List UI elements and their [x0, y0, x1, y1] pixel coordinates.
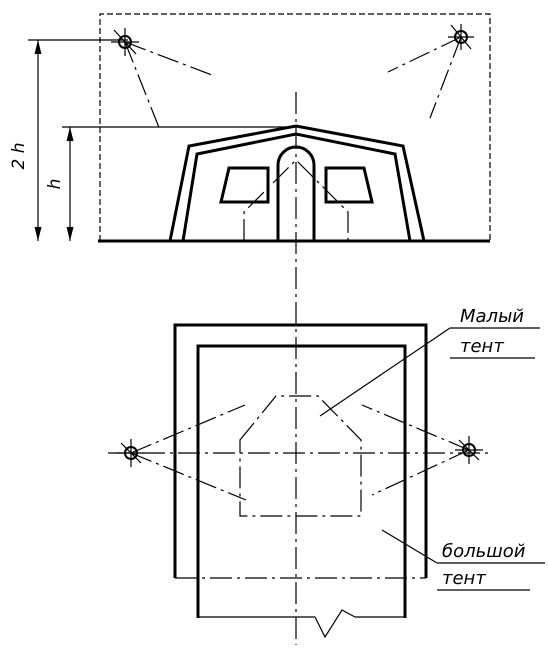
dim-2h-label: 2 h [9, 143, 29, 170]
beam-right-b [429, 36, 462, 119]
big-tent-inner [196, 344, 407, 618]
front-view: 2 h h [9, 13, 491, 645]
small-tent-label-2: тент [460, 336, 504, 357]
leader-big-tent [381, 529, 438, 564]
tent-door [276, 145, 316, 241]
dim-2h-arrow-bottom [34, 227, 42, 241]
small-tent-front-outline [243, 159, 349, 241]
dim-h-label: h [45, 179, 65, 190]
plan-view: Малый тент большой тент [108, 306, 545, 639]
beam-left-b [124, 41, 161, 131]
big-tent-label-2: тент [442, 568, 486, 589]
small-tent-label-1: Малый [460, 306, 524, 327]
beam-plan-right-b [371, 449, 470, 496]
beam-plan-right-a [361, 404, 470, 451]
tent-front [168, 124, 426, 242]
beam-plan-left-b [130, 452, 247, 501]
dim-2h-arrow-top [34, 40, 42, 54]
beam-left-a [124, 41, 213, 76]
tent-window-left [219, 166, 270, 204]
dim-h-arrow-top [66, 127, 74, 141]
beam-plan-left-a [130, 404, 246, 454]
big-tent-label-1: большой [442, 541, 526, 562]
beam-right-a [387, 36, 462, 73]
break-symbol [314, 609, 356, 639]
big-tent-outer [173, 323, 428, 578]
dim-h-arrow-bottom [66, 227, 74, 241]
small-tent-plan-outline [239, 395, 362, 517]
leader-small-tent [319, 327, 451, 417]
